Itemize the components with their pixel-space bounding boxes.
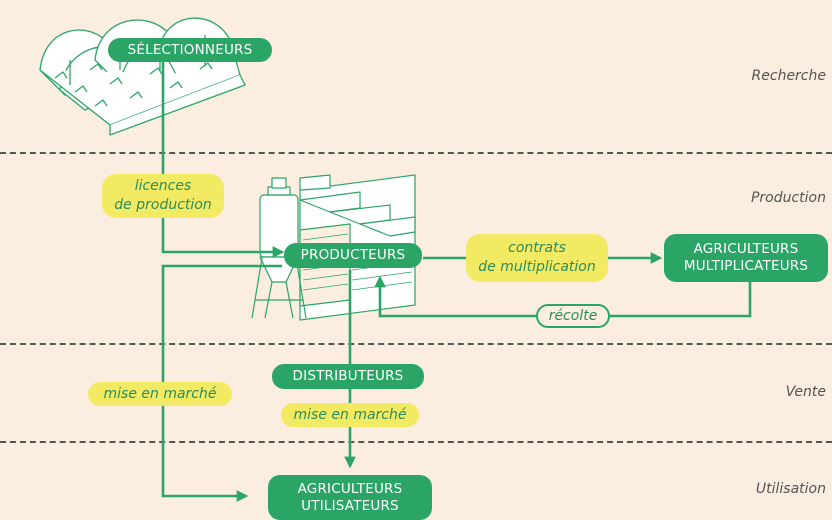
flow-mise-en-marche-center: mise en marché <box>281 403 419 427</box>
stage-label-utilisation: Utilisation <box>755 481 826 497</box>
actor-distributeurs: DISTRIBUTEURS <box>272 364 424 389</box>
stage-divider <box>0 343 832 345</box>
flow-mise-en-marche-left: mise en marché <box>88 382 232 406</box>
actor-producteurs: PRODUCTEURS <box>284 243 422 268</box>
actor-agriculteurs-multiplicateurs: AGRICULTEURS MULTIPLICATEURS <box>664 234 828 282</box>
flow-contrats-de-multiplication: contrats de multiplication <box>466 234 608 282</box>
stage-label-production: Production <box>750 190 826 206</box>
flow-licences-de-production: licences de production <box>102 174 224 218</box>
flow-recolte: récolte <box>536 304 610 328</box>
actor-selectionneurs: SÉLECTIONNEURS <box>108 38 272 62</box>
actor-agriculteurs-utilisateurs: AGRICULTEURS UTILISATEURS <box>268 475 432 520</box>
stage-divider <box>0 152 832 154</box>
stage-label-recherche: Recherche <box>751 68 826 84</box>
stage-divider <box>0 441 832 443</box>
stage-label-vente: Vente <box>785 384 826 400</box>
greenhouse-icon <box>39 17 246 136</box>
